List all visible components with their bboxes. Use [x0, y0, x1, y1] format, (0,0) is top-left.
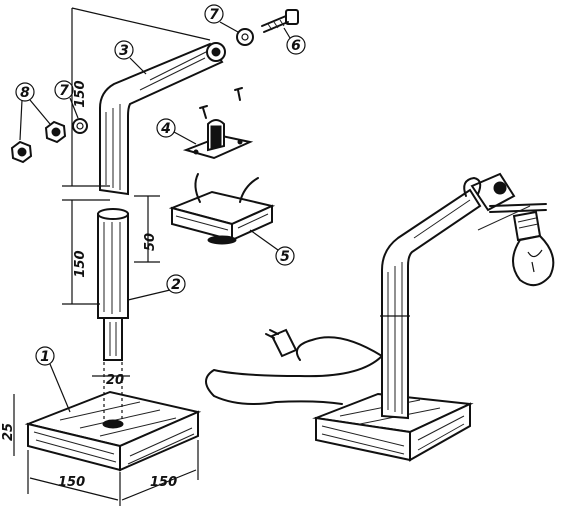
label-part-2: 2	[171, 277, 181, 293]
bolt-part	[261, 9, 299, 33]
dimension-lines	[13, 7, 211, 506]
washer-left-part	[72, 118, 88, 134]
dim-base-length: 150	[58, 475, 85, 490]
dim-base-width: 150	[150, 475, 177, 490]
label-part-5: 5	[280, 249, 290, 265]
label-part-7-left: 7	[59, 83, 69, 99]
label-part-8: 8	[20, 85, 30, 101]
dim-base-height: 25	[1, 423, 16, 441]
dim-arm-height: 150	[73, 80, 88, 107]
bracket-part	[182, 87, 254, 160]
arm-part	[99, 42, 226, 196]
tube-part	[97, 208, 129, 361]
washer-top-part	[236, 28, 254, 46]
dim-tube-length: 150	[73, 250, 88, 277]
dim-tube-diameter: 20	[106, 373, 124, 388]
nuts-part	[10, 120, 67, 164]
assembled-lamp	[205, 172, 555, 462]
part-callouts	[15, 4, 306, 413]
base-part	[24, 362, 202, 472]
dim-tube-insert: 50	[143, 233, 158, 251]
label-part-7-top: 7	[209, 7, 219, 23]
label-part-3: 3	[119, 43, 129, 59]
label-part-6: 6	[291, 38, 301, 54]
label-part-4: 4	[160, 121, 171, 137]
label-part-1: 1	[40, 349, 50, 365]
socket-block-part	[168, 173, 276, 245]
